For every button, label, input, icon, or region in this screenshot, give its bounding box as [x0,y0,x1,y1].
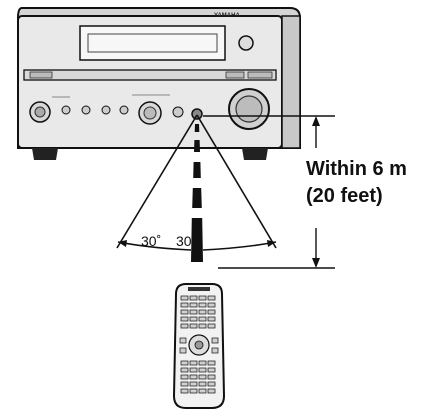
beam-segment [191,218,203,262]
distance-label-metric: Within 6 m [306,158,407,180]
signal-beam: 30˚ 30˚ [116,114,277,262]
remote-sensor [191,108,203,120]
disc-tray [23,69,277,81]
brand-logo: YAMAHA [214,13,240,19]
angle-label-left: 30˚ [141,233,161,249]
beam-segment [192,188,202,208]
angle-arc-right [202,241,277,251]
display-window [79,25,226,61]
beam-segment [193,162,201,178]
beam-segment [194,124,200,132]
distance-label-imperial: (20 feet) [306,185,383,207]
beam-left-edge [116,114,198,249]
input-knob [238,35,254,51]
beam-right-edge [196,114,277,249]
remote-ir-window [188,287,210,291]
distance-dimension: Within 6 m (20 feet) [203,115,407,269]
beam-segment [194,140,200,152]
right-foot [242,148,268,160]
angle-label-right: 30˚ [176,233,196,249]
remote-buttons [180,295,216,329]
remote-control [172,283,226,409]
receiver-unit: YAMAHA [17,7,301,160]
left-foot [32,148,58,160]
